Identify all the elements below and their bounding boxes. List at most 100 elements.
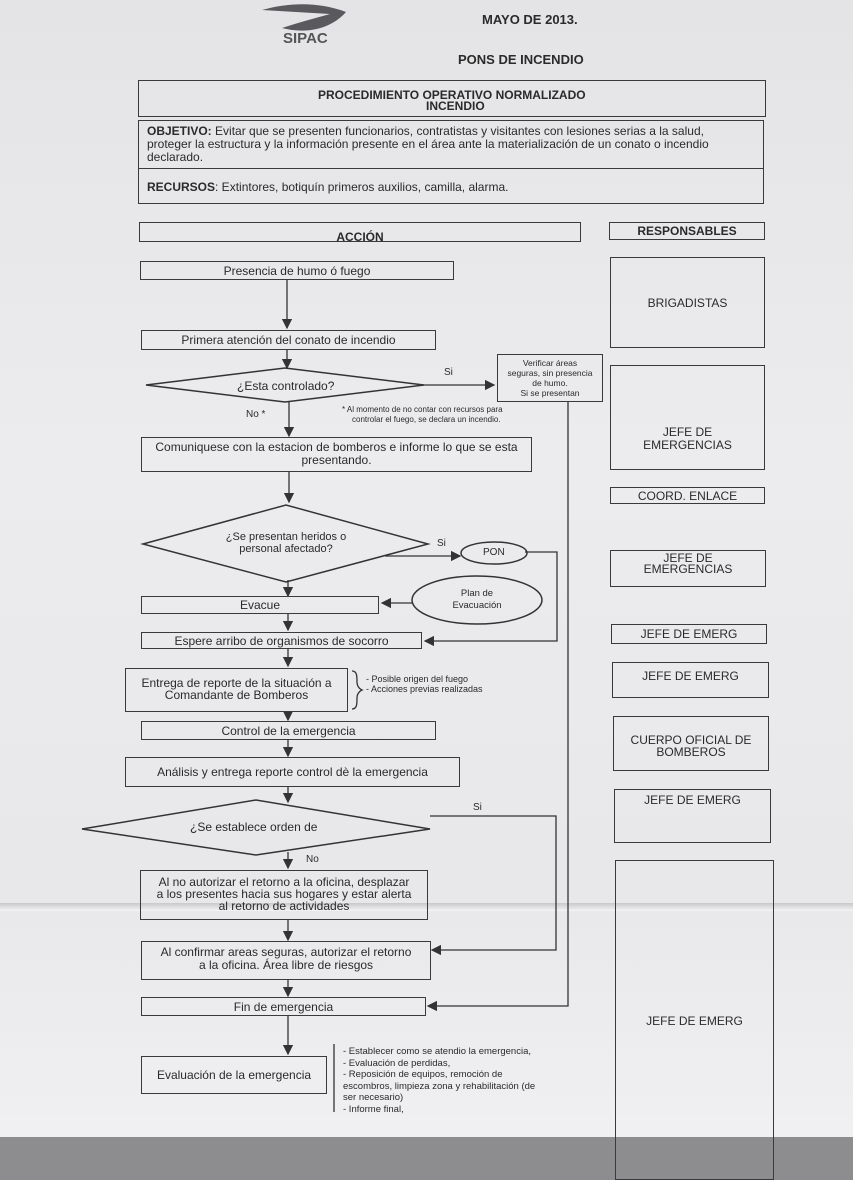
document-page [0,0,853,1137]
decision-injured-label: ¿Se presentan heridos o personal afectad… [206,531,366,555]
decision3-no: No [306,854,319,865]
responsible-jefe-emergencias-1 [610,365,765,470]
report-line1: Entrega de reporte de la situación a [141,676,332,690]
verify-line2: seguras, sin presencia [507,368,593,378]
step-end-emergency: Fin de emergencia [141,997,426,1016]
responsible-jefe-emergencias-2-text: JEFE DE EMERGENCIAS [610,551,766,576]
step-evacuate: Evacue [141,596,379,614]
report-note1: - Posible origen del fuego [366,674,469,684]
step-control-emergency: Control de la emergencia [141,721,436,740]
step-call-firefighters-text: Comuniquese con la estacion de bomberos … [141,441,532,467]
step-confirm-return [141,941,431,980]
responsible-jefe-emerg-1: JEFE DE EMERG [611,624,767,644]
verify-line1: Verificar áreas [522,358,578,368]
decision-order-label: ¿Se establece orden de [190,820,318,834]
decision-injured-shape [140,504,431,583]
decision-controlled-label: ¿Esta controlado? [237,379,335,393]
r2-line1: JEFE DE [662,425,713,439]
plan-line2: Evacuación [452,600,502,611]
column-header-action-label: ACCIÓN [336,230,384,244]
responsible-jefe-emergencias-1-text: JEFE DE EMERGENCIAS [610,426,765,452]
no-return-line2: a los presentes hacia sus hogares y esta… [156,887,412,901]
resources-text: RECURSOS: Extintores, botiquín primeros … [147,180,508,194]
r7-line2: BOMBEROS [656,745,726,759]
no-return-line1: Al no autorizar el retorno a la oficina,… [158,875,410,889]
logo-swoosh [262,4,346,31]
logo-text: SIPAC [283,30,328,47]
pon-shape [460,541,528,565]
decision1-no: No * [246,409,266,420]
step-analysis-report: Análisis y entrega reporte control dè la… [125,757,460,787]
decision2-line1: ¿Se presentan heridos o [225,531,347,543]
eval-note6: - Informe final, [343,1103,404,1115]
decision-controlled-shape [145,367,425,403]
resources-label: RECURSOS [147,180,216,194]
verify-line3: de humo. [532,378,568,388]
decision1-yes: Si [444,367,453,378]
responsible-jefe-emerg-3: JEFE DE EMERG [614,789,771,843]
r4-line1: JEFE DE [663,551,713,565]
step-report-commander [125,668,348,712]
flowchart-connectors [81,4,569,1112]
incident-note: * Al momento de no contar con recursos p… [342,405,503,425]
column-header-responsible: RESPONSABLES [609,222,765,240]
step-smoke-fire: Presencia de humo ó fuego [140,261,454,280]
decision2-line2: personal afectado? [239,543,333,555]
column-header-responsible-label: RESPONSABLES [637,224,737,238]
responsible-brigadistas: BRIGADISTAS [610,257,765,348]
procedure-title-line2: INCENDIO [426,99,485,113]
responsible-jefe-emergencias-2 [610,550,766,587]
plan-evacuacion-label: Plan de Evacuación [437,588,517,612]
eval-note3: - Reposición de equipos, remoción de [343,1069,503,1080]
step-wait-rescue: Espere arribo de organismos de socorro [141,632,422,649]
r7-line1: CUERPO OFICIAL DE [630,733,752,747]
pon-label: PON [483,547,505,558]
decision2-yes: Si [437,538,446,549]
note-line2: controlar el fuego, se declara un incend… [352,415,501,424]
step-report-text: Entrega de reporte de la situación a Com… [125,677,348,701]
objective-label: OBJETIVO: [147,124,212,138]
note-line1: * Al momento de no contar con recursos p… [342,405,503,414]
document-date: MAYO DE 2013. [482,12,578,27]
responsible-coord-enlace: COORD. ENLACE [610,487,765,504]
no-return-line3: al retorno de actividades [218,899,350,913]
objective-box [138,120,764,204]
eval-note2: - Evaluación de perdidas, [343,1057,451,1069]
resources-value: : Extintores, botiquín primeros auxilios… [215,180,509,194]
responsible-jefe-emerg-2: JEFE DE EMERG [612,662,769,698]
objective-line3: declarado. [147,150,204,164]
step-confirm-return-text: Al confirmar areas seguras, autorizar el… [141,946,431,972]
step3-line2: presentando. [301,453,372,467]
objective-text: OBJETIVO: Evitar que se presenten funcio… [147,125,709,164]
objective-line2: proteger la estructura y la información … [147,137,709,151]
step-evaluation: Evaluación de la emergencia [141,1056,327,1094]
decision-order-shape [81,799,431,856]
confirm-line1: Al confirmar areas seguras, autorizar el… [160,945,412,959]
evaluation-notes: - Establecer como se atendio la emergenc… [343,1046,535,1115]
report-notes: - Posible origen del fuego - Acciones pr… [366,674,483,694]
step-no-return [140,870,428,920]
r4-line2: EMERGENCIAS [643,562,733,576]
r2-line2: EMERGENCIAS [643,438,732,452]
verify-areas-text: Verificar áreas seguras, sin presencia d… [500,358,600,398]
responsible-jefe-emerg-4: JEFE DE EMERG [615,860,774,1180]
step-first-attention: Primera atención del conato de incendio [141,330,436,350]
objective-line1: Evitar que se presenten funcionarios, co… [211,124,704,138]
eval-note1: - Establecer como se atendio la emergenc… [343,1046,531,1057]
responsible-bomberos-text: CUERPO OFICIAL DE BOMBEROS [613,734,769,758]
decision3-yes: Si [473,802,482,813]
responsible-bomberos [613,716,769,771]
column-header-action: ACCIÓN [139,222,581,244]
procedure-title-line1: PROCEDIMIENTO OPERATIVO NORMALIZADO [318,88,586,102]
document-subtitle: PONS DE INCENDIO [458,52,584,67]
plan-line1: Plan de [460,588,494,599]
step3-line1: Comuniquese con la estacion de bomberos … [155,440,518,454]
step-no-return-text: Al no autorizar el retorno a la oficina,… [140,876,428,912]
paper-fold [0,903,853,911]
report-line2: Comandante de Bomberos [164,688,309,702]
verify-line4: Si se presentan [520,388,580,398]
plan-evacuacion-shape [411,575,543,625]
procedure-title-box [138,80,766,117]
objective-divider [138,168,764,169]
verify-areas-box [497,354,603,402]
